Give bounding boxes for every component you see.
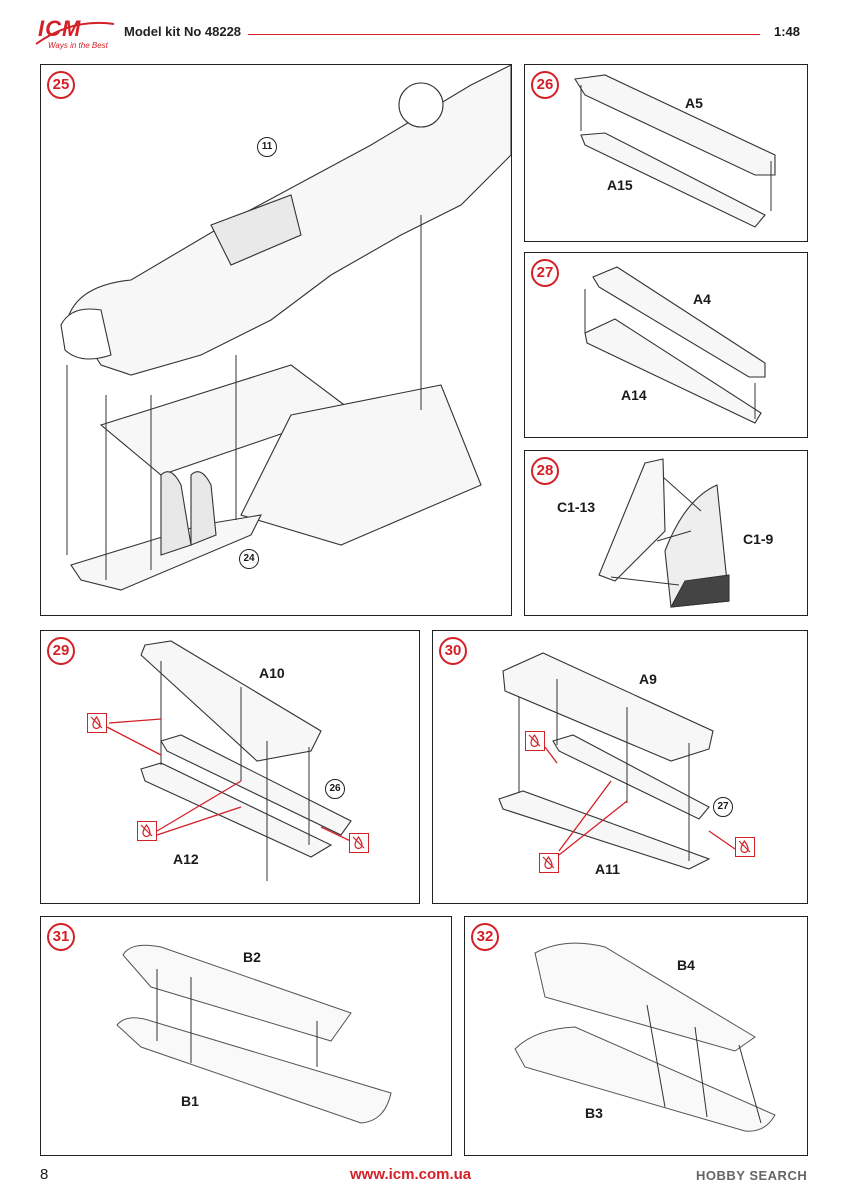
- part-label-a5: A5: [685, 95, 703, 111]
- aileron-a5-a15-drawing: [574, 74, 776, 228]
- part-label-a4: A4: [693, 291, 711, 307]
- fuselage-assembly-drawing: [60, 65, 511, 591]
- part-label-a15: A15: [607, 177, 633, 193]
- step-number: 32: [471, 923, 499, 951]
- part-label-a12: A12: [173, 851, 199, 867]
- step-number: 28: [531, 457, 559, 485]
- glue-drop-icon: [352, 835, 365, 850]
- glue-warning-icon: [87, 713, 107, 733]
- step-27-panel: 27 A4 A14: [524, 252, 808, 438]
- ref-step-26: 26: [325, 779, 345, 799]
- part-label-a9: A9: [639, 671, 657, 687]
- logo-tagline: Ways in the Best: [48, 41, 108, 50]
- glue-drop-icon: [528, 733, 541, 748]
- wing-b3-b4-drawing: [514, 942, 776, 1132]
- glue-warning-icon: [525, 731, 545, 751]
- website-link[interactable]: www.icm.com.ua: [350, 1166, 472, 1183]
- step-26-panel: 26 A5 A15: [524, 64, 808, 242]
- glue-drop-icon: [140, 823, 153, 838]
- logo-swoosh-icon: [35, 21, 115, 45]
- ref-step-24: 24: [239, 549, 259, 569]
- step-number: 31: [47, 923, 75, 951]
- canopy-frames-drawing: [598, 458, 730, 608]
- glue-warning-icon: [349, 833, 369, 853]
- page-number: 8: [40, 1166, 49, 1183]
- step-29-panel: 29 A10 A12 26: [40, 630, 420, 904]
- ref-step-11: 11: [257, 137, 277, 157]
- part-label-b2: B2: [243, 949, 261, 965]
- scale-label: 1:48: [774, 24, 801, 39]
- header-divider: [248, 34, 760, 35]
- step-number: 25: [47, 71, 75, 99]
- glue-drop-icon: [738, 839, 751, 854]
- part-label-a14: A14: [621, 387, 647, 403]
- step-25-panel: 25 11 24: [40, 64, 512, 616]
- stabilizer-a10-a12-drawing: [106, 640, 360, 881]
- step-number: 30: [439, 637, 467, 665]
- part-label-b4: B4: [677, 957, 695, 973]
- ref-step-27: 27: [713, 797, 733, 817]
- part-label-a10: A10: [259, 665, 285, 681]
- glue-warning-icon: [735, 837, 755, 857]
- step-32-panel: 32 B4 B3: [464, 916, 808, 1156]
- page-header: ICM Ways in the Best Model kit No 48228 …: [0, 0, 848, 60]
- wing-b1-b2-drawing: [116, 944, 392, 1124]
- logo-text: ICM: [38, 16, 82, 41]
- stabilizer-a9-a11-drawing: [498, 652, 736, 870]
- glue-warning-icon: [539, 853, 559, 873]
- step-number: 27: [531, 259, 559, 287]
- part-label-c1-13: C1-13: [557, 499, 596, 515]
- glue-drop-icon: [90, 715, 103, 730]
- part-label-c1-9: C1-9: [743, 531, 774, 547]
- watermark: HOBBY SEARCH: [696, 1168, 808, 1183]
- brand-logo: ICM Ways in the Best: [32, 14, 116, 56]
- part-label-b3: B3: [585, 1105, 603, 1121]
- glue-drop-icon: [542, 855, 555, 870]
- aileron-a4-a14-drawing: [584, 266, 766, 424]
- step-30-panel: 30 A9 A11 27: [432, 630, 808, 904]
- step-number: 29: [47, 637, 75, 665]
- step-31-panel: 31 B2 B1: [40, 916, 452, 1156]
- step-number: 26: [531, 71, 559, 99]
- part-label-a11: A11: [595, 861, 620, 877]
- glue-warning-icon: [137, 821, 157, 841]
- part-label-b1: B1: [181, 1093, 199, 1109]
- model-title: Model kit No 48228: [124, 24, 242, 39]
- step-28-panel: 28 C1-13 C1-9: [524, 450, 808, 616]
